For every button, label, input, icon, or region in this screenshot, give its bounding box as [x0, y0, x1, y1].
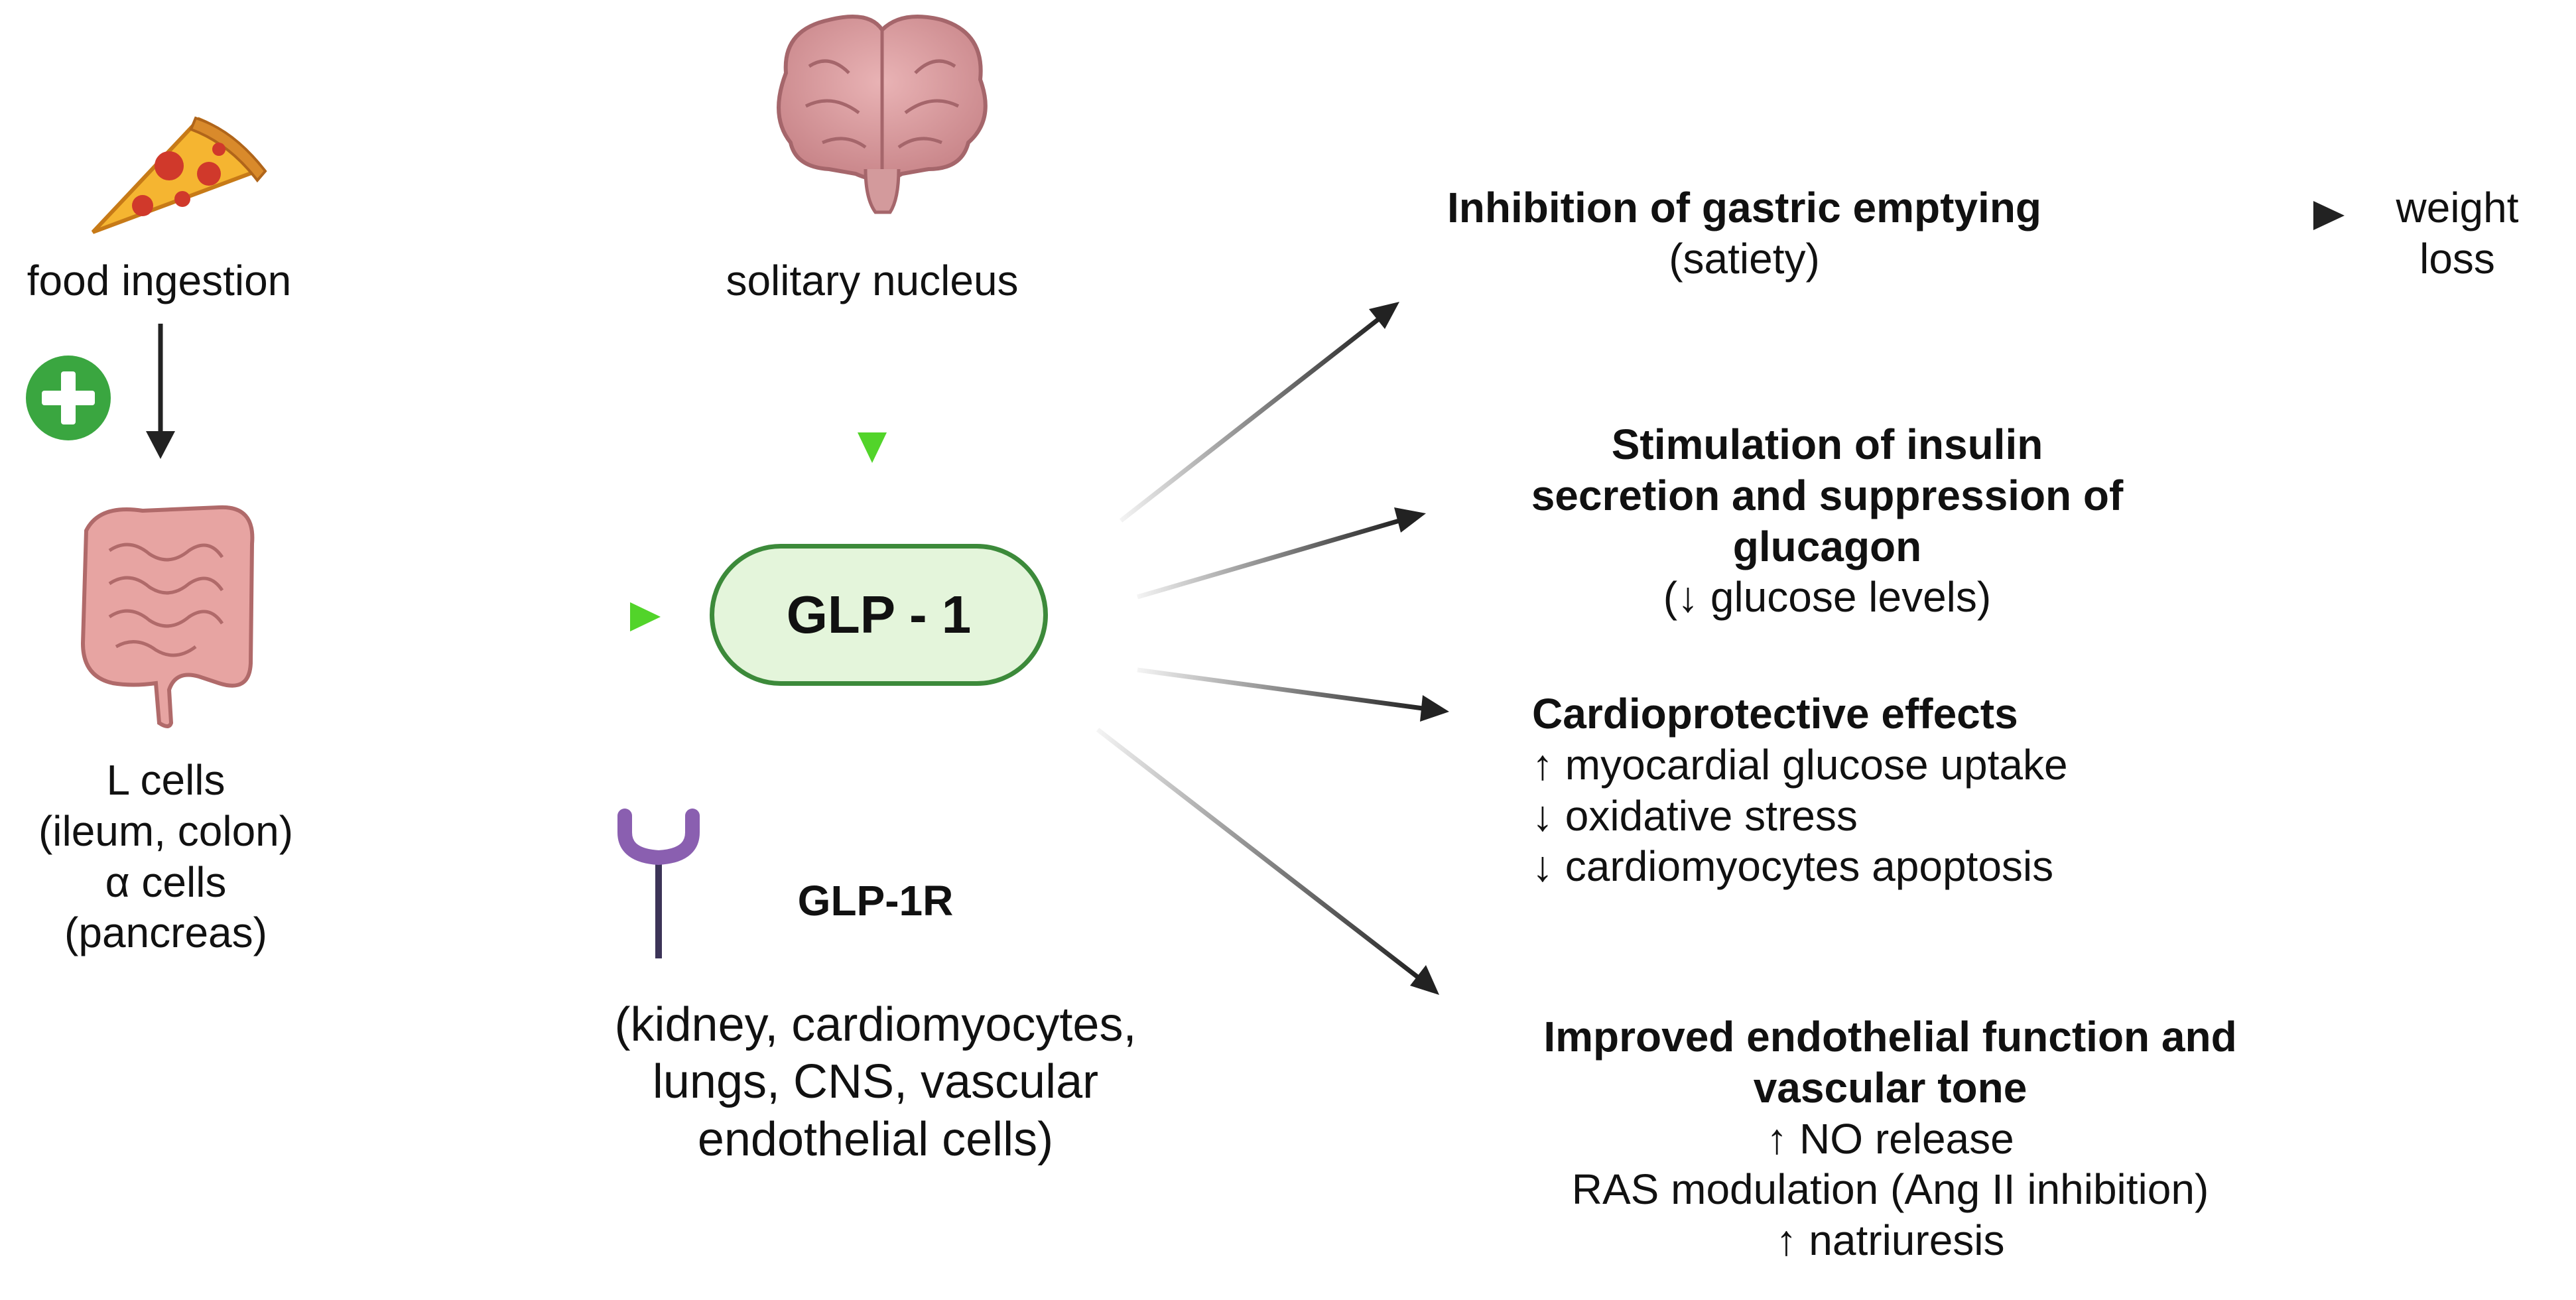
arrow-glp1-to-cardio	[1137, 667, 1449, 722]
cardio-line: ↑ myocardial glucose uptake	[1532, 740, 2068, 789]
arrow-gastric-to-weightloss	[2096, 201, 2345, 230]
endothelial-title-line: vascular tone	[1753, 1063, 2028, 1112]
receptor-location-line: (kidney, cardiomyocytes,	[614, 998, 1137, 1051]
gastric-sub: (satiety)	[1669, 234, 1820, 283]
cells-line: (ileum, colon)	[38, 807, 294, 855]
insulin-effect: Stimulation of insulin secretion and sup…	[1446, 419, 2209, 623]
gastric-effect: Inhibition of gastric emptying (satiety)	[1393, 182, 2096, 285]
arrow-glp1-to-gastric	[1119, 302, 1399, 523]
cells-line: (pancreas)	[64, 909, 267, 957]
insulin-sub: (↓ glucose levels)	[1663, 573, 1992, 621]
cardio-line: ↓ cardiomyocytes apoptosis	[1532, 842, 2054, 891]
solitary-nucleus-label: solitary nucleus	[726, 257, 1019, 304]
cells-line: L cells	[106, 756, 225, 804]
arrow-brain-to-glp1	[858, 325, 887, 463]
receptor-locations: (kidney, cardiomyocytes, lungs, CNS, vas…	[544, 996, 1207, 1168]
endothelial-effect: Improved endothelial function and vascul…	[1459, 1011, 2321, 1266]
receptor-icon	[617, 809, 700, 958]
insulin-title-line: Stimulation of insulin	[1611, 421, 2043, 468]
cardio-effect: Cardioprotective effects ↑ myocardial gl…	[1532, 688, 2195, 892]
arrow-food-to-cells	[146, 324, 175, 459]
cardio-line: ↓ oxidative stress	[1532, 791, 1858, 840]
pizza-icon	[91, 116, 267, 234]
arrow-cells-to-glp1	[348, 602, 661, 631]
plus-icon	[26, 356, 111, 440]
cells-label: L cells (ileum, colon) α cells (pancreas…	[20, 755, 312, 958]
endothelial-line: ↑ natriuresis	[1775, 1216, 2005, 1265]
arrow-glp1-to-endothelial	[1096, 728, 1439, 995]
weight-loss-line: weight	[2396, 184, 2519, 231]
receptor-location-line: endothelial cells)	[697, 1112, 1054, 1166]
receptor-location-line: lungs, CNS, vascular	[652, 1055, 1099, 1109]
brain-icon	[777, 15, 988, 214]
glp1-node: GLP - 1	[710, 544, 1048, 686]
weight-loss-effect: weight loss	[2358, 182, 2557, 285]
glp1r-label: GLP-1R	[797, 877, 954, 925]
intestine-icon	[80, 505, 255, 728]
insulin-title-line: glucagon	[1732, 522, 1922, 570]
cardio-title: Cardioprotective effects	[1532, 690, 2018, 738]
weight-loss-line: loss	[2419, 234, 2495, 283]
gastric-title: Inhibition of gastric emptying	[1447, 184, 2041, 231]
food-ingestion-label: food ingestion	[27, 257, 292, 304]
endothelial-line: RAS modulation (Ang II inhibition)	[1571, 1165, 2209, 1214]
cells-line: α cells	[105, 858, 227, 906]
insulin-title-line: secretion and suppression of	[1531, 471, 2124, 519]
glp1-label: GLP - 1	[786, 585, 972, 644]
endothelial-title-line: Improved endothelial function and	[1543, 1013, 2237, 1061]
endothelial-line: ↑ NO release	[1766, 1114, 2014, 1163]
arrow-glp1-to-insulin	[1137, 507, 1426, 600]
